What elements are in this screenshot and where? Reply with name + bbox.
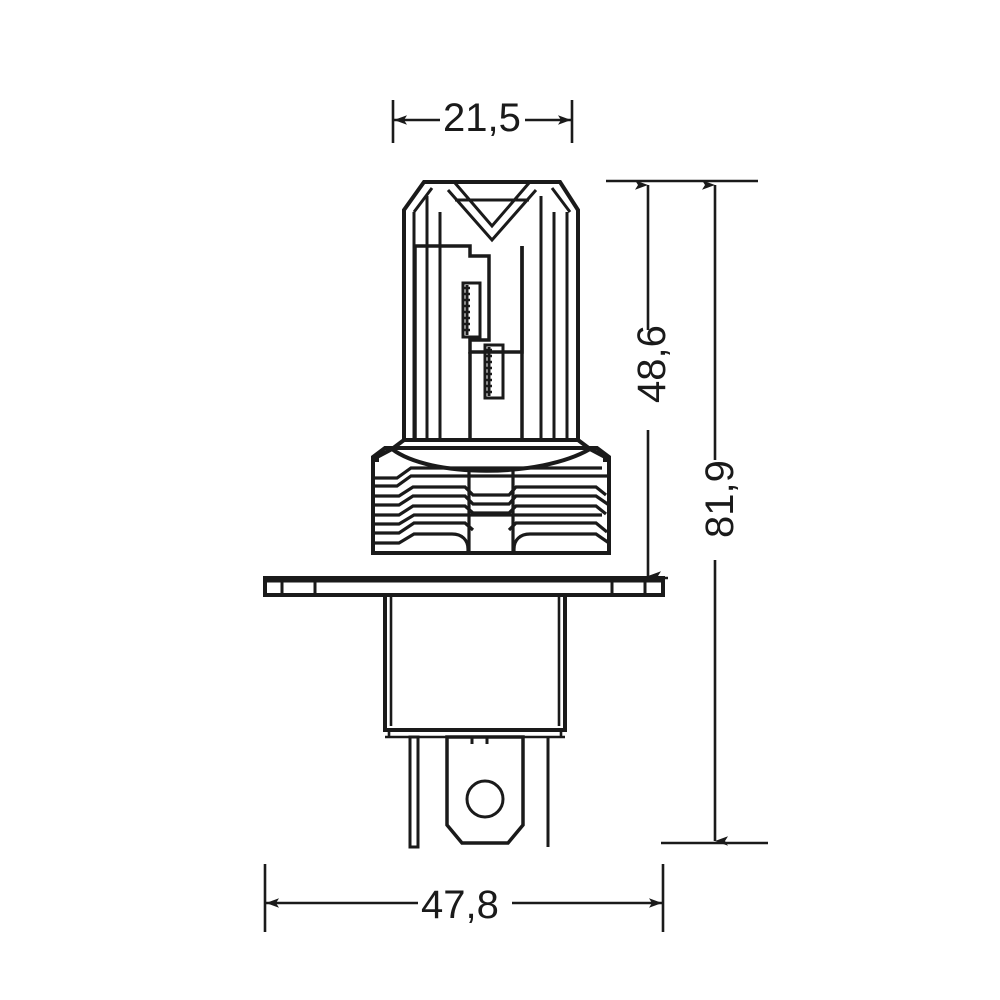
heatsink-fin-details [373, 466, 610, 553]
base-flange-details [265, 578, 663, 595]
dim-line-21-5 [391, 100, 574, 143]
dimension-label-width-top: 21,5 [443, 96, 521, 140]
led-emitter-block [413, 244, 524, 440]
dimension-label-height-total: 81,9 [698, 460, 742, 538]
led-chip-upper-segments [464, 286, 470, 332]
dim-line-81-9 [661, 180, 768, 846]
heatsink-fins [371, 446, 611, 555]
dim-line-48-6 [606, 179, 758, 581]
upper-housing [402, 180, 580, 442]
dimension-lines [263, 100, 768, 932]
dim-line-47-8 [263, 864, 665, 932]
terminal-tab-main [445, 735, 525, 845]
bulb-outline [263, 180, 665, 849]
terminal-tab-hole [465, 779, 505, 819]
led-chip-lower-segments [486, 348, 492, 394]
terminal-tab-notches [470, 737, 489, 744]
terminal-thin-pin [408, 735, 420, 849]
heatsink-shoulder [375, 438, 607, 473]
socket-barrel [383, 595, 567, 732]
upper-housing-inner-lines [412, 180, 572, 440]
dimension-label-width-flange: 47,8 [421, 883, 499, 927]
socket-barrel-inner [385, 597, 565, 739]
base-flange [263, 576, 665, 597]
dimension-label-height-upper: 48,6 [630, 325, 674, 403]
